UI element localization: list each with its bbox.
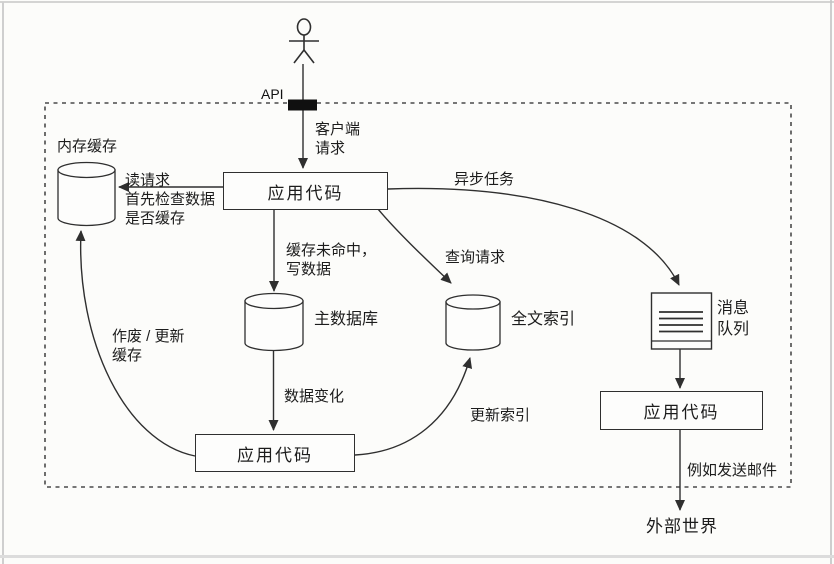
app-code-box-bottom: 应用代码: [195, 434, 355, 472]
read-request-label-line1: 读请求: [125, 172, 171, 189]
query-request-label: 查询请求: [445, 249, 506, 266]
read-request-label-line3: 是否缓存: [125, 210, 186, 227]
data-change-label: 数据变化: [284, 388, 345, 405]
client-request-label-line1: 客户端: [315, 121, 361, 138]
api-label: API: [261, 86, 284, 102]
memory-cache-label: 内存缓存: [57, 138, 118, 155]
read-request-label-line2: 首先检查数据: [125, 191, 216, 208]
arrow-query-request: [377, 208, 452, 284]
outside-world-label: 外部世界: [646, 517, 718, 536]
primary-database-label: 主数据库: [314, 311, 379, 328]
client-request-label-line2: 请求: [315, 140, 346, 157]
scan-edge-left: [2, 2, 4, 564]
app-code-box-top: 应用代码: [223, 172, 388, 210]
arrow-invalidate-cache: [75, 230, 196, 457]
fulltext-index-cylinder: [445, 294, 501, 351]
scan-edge-top: [0, 1, 834, 3]
cache-miss-label-line1: 缓存未命中，: [286, 242, 377, 259]
memory-cache-cylinder: [57, 161, 116, 227]
message-queue-label-line2: 队列: [717, 321, 750, 338]
arrow-async-task: [387, 187, 680, 286]
api-boundary-bar: [288, 99, 317, 111]
async-task-label: 异步任务: [454, 171, 515, 188]
scan-edge-bottom: [0, 555, 834, 558]
cache-miss-label-line2: 写数据: [286, 261, 332, 278]
system-boundary-dashed-frame: [44, 102, 792, 488]
user-actor-icon: [289, 18, 319, 64]
primary-database-cylinder: [244, 292, 304, 352]
scan-edge-right: [830, 0, 832, 564]
message-queue-label-line1: 消息: [717, 300, 750, 317]
arrow-update-index: [354, 357, 473, 456]
invalidate-cache-label-line2: 缓存: [112, 347, 143, 364]
app-code-box-right: 应用代码: [600, 391, 763, 430]
fulltext-index-label: 全文索引: [511, 311, 576, 328]
message-queue-icon: [650, 292, 713, 350]
send-email-label: 例如发送邮件: [687, 462, 778, 479]
update-index-label: 更新索引: [470, 407, 531, 424]
invalidate-cache-label-line1: 作废 / 更新: [112, 328, 185, 345]
